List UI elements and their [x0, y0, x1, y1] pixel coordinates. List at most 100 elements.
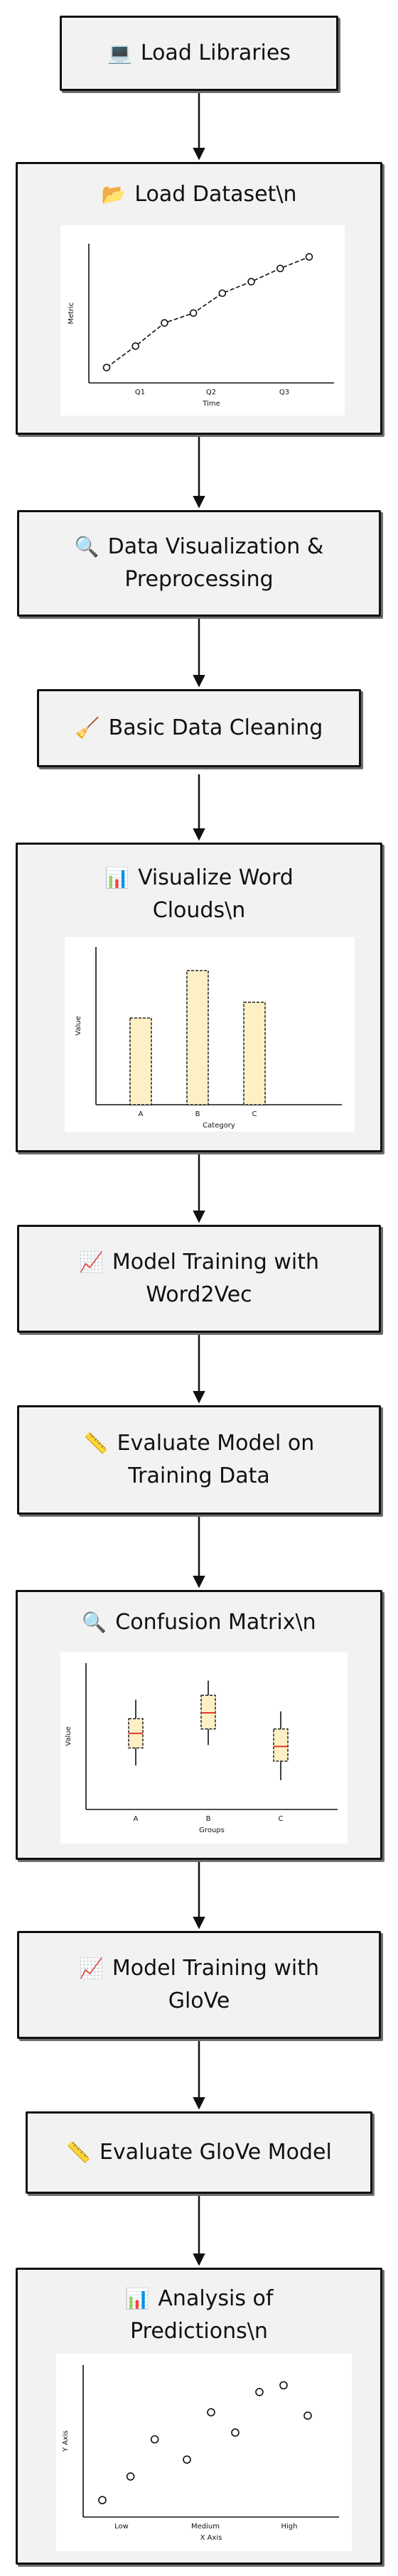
- line-point: [189, 309, 198, 317]
- box-c: [273, 1728, 289, 1762]
- broom-icon: 🧹: [75, 716, 100, 740]
- x-tick-label: Q3: [279, 389, 289, 396]
- open-folder-icon: 📂: [101, 183, 127, 206]
- line-point: [102, 364, 111, 372]
- word-clouds-title-line1: 📊 Visualize Word: [90, 862, 308, 894]
- line-series: [106, 256, 310, 369]
- magnifier-icon: 🔍: [74, 535, 100, 558]
- ruler-icon: 📏: [83, 1432, 109, 1455]
- word2vec-label-line2: Word2Vec: [146, 1282, 252, 1307]
- word2vec-label: Model Training with: [112, 1250, 320, 1275]
- line-point: [161, 319, 168, 327]
- x-axis-label: Time: [202, 400, 220, 408]
- line-point: [131, 342, 140, 350]
- line-point: [305, 253, 313, 261]
- analysis-label-line2: Predictions\n: [130, 2319, 268, 2344]
- y-axis-label: Value: [75, 1016, 82, 1035]
- bar-c: [243, 1001, 266, 1105]
- x-tick-label: Q1: [135, 389, 145, 396]
- x-tick-label: A: [134, 1815, 139, 1823]
- scatter-point: [303, 2411, 312, 2420]
- evaluate-training-node[interactable]: 📏 Evaluate Model on Training Data: [17, 1405, 381, 1515]
- magnifier-icon: 🔍: [82, 1611, 107, 1634]
- x-axis-label: X Axis: [200, 2534, 222, 2542]
- evaluate-glove-node[interactable]: 📏 Evaluate GloVe Model: [26, 2111, 372, 2194]
- ruler-icon: 📏: [66, 2141, 92, 2164]
- load-libraries-label: Load Libraries: [140, 40, 291, 65]
- scatter-chart-panel: Y Axis X Axis Low Medium High: [56, 2354, 352, 2551]
- scatter-point: [279, 2381, 288, 2390]
- line-point: [247, 278, 255, 286]
- laptop-icon: 💻: [107, 41, 132, 65]
- basic-cleaning-label: Basic Data Cleaning: [108, 715, 323, 740]
- evaluate-glove-title: 📏 Evaluate GloVe Model: [52, 2136, 346, 2169]
- load-libraries-node[interactable]: 💻 Load Libraries: [60, 16, 338, 91]
- load-dataset-title: 📂 Load Dataset\n: [87, 178, 311, 211]
- analysis-title-line1: 📊 Analysis of: [111, 2283, 288, 2315]
- bar-b: [186, 970, 209, 1105]
- x-tick-label: High: [281, 2523, 298, 2531]
- basic-cleaning-title: 🧹 Basic Data Cleaning: [61, 712, 338, 745]
- x-axis-label: Category: [203, 1122, 235, 1130]
- x-tick-label: C: [252, 1110, 257, 1118]
- bar-a: [129, 1017, 152, 1105]
- x-tick-label: B: [195, 1110, 200, 1118]
- glove-title-line1: 📈 Model Training with: [65, 1952, 333, 1985]
- confusion-matrix-label: Confusion Matrix\n: [115, 1610, 316, 1635]
- y-axis-label: Value: [65, 1726, 72, 1746]
- glove-label: Model Training with: [112, 1956, 320, 1981]
- evaluate-training-label-line2: Training Data: [128, 1463, 270, 1488]
- trend-chart-icon: 📈: [78, 1957, 104, 1980]
- word-clouds-label-line2: Clouds\n: [152, 898, 246, 923]
- basic-cleaning-node[interactable]: 🧹 Basic Data Cleaning: [37, 689, 361, 767]
- x-axis-label: Groups: [199, 1827, 225, 1834]
- evaluate-training-label: Evaluate Model on: [117, 1431, 315, 1456]
- data-visualization-title-line1: 🔍 Data Visualization &: [60, 531, 338, 563]
- scatter-point: [231, 2428, 240, 2437]
- scatter-point: [207, 2408, 215, 2417]
- evaluate-glove-label: Evaluate GloVe Model: [100, 2140, 332, 2165]
- data-visualization-node[interactable]: 🔍 Data Visualization & Preprocessing: [17, 510, 381, 617]
- load-libraries-title: 💻 Load Libraries: [93, 37, 305, 70]
- line-point: [218, 289, 227, 298]
- line-point: [276, 264, 284, 273]
- glove-label-line2: GloVe: [168, 1988, 230, 2013]
- scatter-point: [255, 2388, 264, 2396]
- x-tick-label: Medium: [191, 2523, 220, 2531]
- confusion-matrix-title: 🔍 Confusion Matrix\n: [68, 1606, 330, 1639]
- x-tick-label: Low: [114, 2523, 129, 2531]
- y-axis-label: Metric: [68, 302, 75, 324]
- bar-chart-icon: 📊: [104, 866, 130, 889]
- y-axis-label: Y Axis: [62, 2430, 70, 2452]
- scatter-point: [126, 2472, 135, 2481]
- bar-chart-icon: 📊: [124, 2287, 150, 2310]
- scatter-point: [183, 2455, 191, 2464]
- word2vec-title-line1: 📈 Model Training with: [65, 1246, 333, 1279]
- x-tick-label: A: [139, 1110, 144, 1118]
- data-visualization-label-line2: Preprocessing: [124, 567, 274, 592]
- trend-chart-icon: 📈: [78, 1250, 104, 1274]
- scatter-point: [98, 2496, 107, 2505]
- x-tick-label: Q2: [206, 389, 216, 396]
- load-dataset-label: Load Dataset\n: [134, 182, 297, 207]
- glove-node[interactable]: 📈 Model Training with GloVe: [17, 1931, 381, 2039]
- analysis-node[interactable]: 📊 Analysis of Predictions\n Y Axis X Axis…: [16, 2268, 382, 2565]
- x-tick-label: B: [206, 1815, 211, 1823]
- scatter-chart: Y Axis X Axis Low Medium High: [62, 2365, 339, 2542]
- x-tick-label: C: [279, 1815, 284, 1823]
- box-b: [200, 1694, 216, 1730]
- scatter-point: [150, 2435, 159, 2444]
- evaluate-training-title-line1: 📏 Evaluate Model on: [70, 1427, 328, 1460]
- data-visualization-label: Data Visualization &: [107, 534, 324, 559]
- word2vec-node[interactable]: 📈 Model Training with Word2Vec: [17, 1225, 381, 1333]
